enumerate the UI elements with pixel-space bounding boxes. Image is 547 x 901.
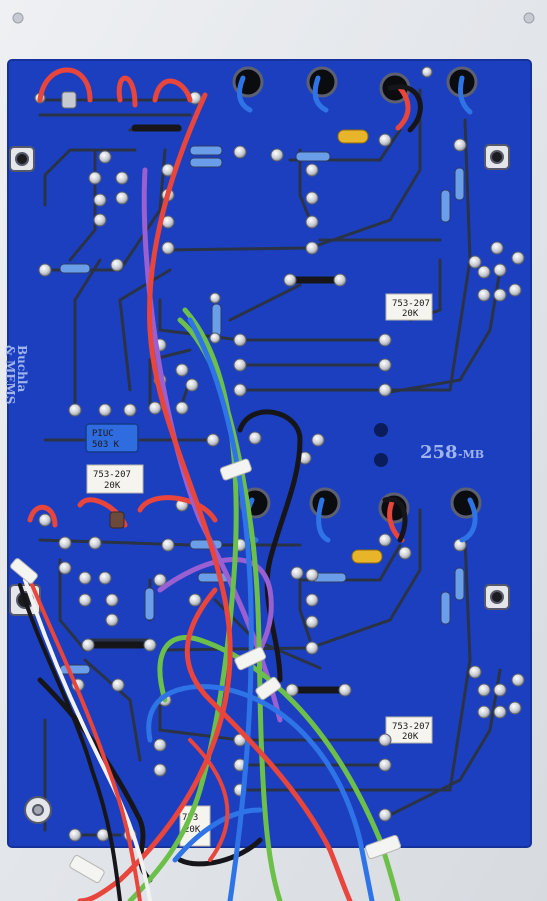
brand-line-1: Buchla — [15, 345, 29, 392]
svg-text:753-207: 753-207 — [392, 299, 430, 309]
via-holes — [374, 423, 388, 467]
svg-text:20K: 20K — [402, 309, 419, 319]
panel-mount-hole — [523, 12, 535, 24]
zip-ties — [10, 458, 402, 883]
pcb-board — [8, 60, 531, 847]
svg-text:20K: 20K — [104, 481, 121, 491]
board-model-suffix: -MB — [458, 448, 484, 461]
solder-pads — [34, 66, 525, 842]
diodes — [91, 124, 349, 694]
panel-mount-hole — [12, 12, 24, 24]
capacitors — [337, 129, 383, 564]
board-model-number: 258 — [420, 442, 458, 463]
trimmer-pot: PIUC 503 K — [85, 423, 139, 453]
svg-text:PIUC: PIUC — [92, 429, 114, 439]
sticker-label: 753-207 20K — [86, 464, 144, 494]
brand-line-2: & MEMS — [3, 345, 17, 404]
svg-text:753-207: 753-207 — [93, 470, 131, 480]
jumper-rail — [61, 91, 125, 529]
svg-text:20K: 20K — [184, 825, 201, 835]
sticker-label: 753-207 20K — [385, 716, 433, 744]
svg-text:20K: 20K — [402, 732, 419, 742]
svg-text:753-207: 753-207 — [392, 722, 430, 732]
wire-harness — [18, 67, 478, 901]
jack-sockets — [232, 66, 482, 524]
svg-text:503 K: 503 K — [92, 440, 120, 450]
sticker-label: 753-207 20K — [385, 293, 433, 321]
